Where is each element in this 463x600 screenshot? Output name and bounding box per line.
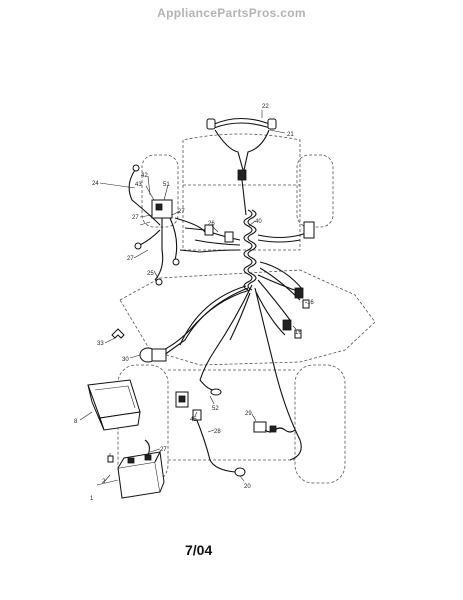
- callout-6: 6: [146, 456, 150, 462]
- deck-outline: [119, 269, 376, 366]
- hood-outline: [182, 133, 301, 186]
- callout-26: 26: [208, 221, 215, 227]
- callout-16-a: 16: [307, 300, 314, 306]
- callout-1: 1: [90, 496, 94, 502]
- coiled-harness: [243, 209, 257, 291]
- headlight-harness: [206, 117, 277, 216]
- frame-outline: [182, 185, 301, 251]
- callout-25: 25: [147, 271, 154, 277]
- battery: [107, 439, 165, 499]
- callout-45: 45: [190, 417, 197, 423]
- callout-40: 40: [255, 219, 262, 225]
- right-connectors: [282, 221, 315, 339]
- callout-27-d: 27: [160, 447, 167, 453]
- diagram-date: 7/04: [185, 542, 212, 558]
- seat-switch: [253, 421, 296, 433]
- callout-16-b: 16: [295, 330, 302, 336]
- callout-52: 52: [212, 406, 219, 412]
- callout-27-a: 27: [132, 215, 139, 221]
- battery-box: [87, 379, 141, 431]
- front-wheel-right: [296, 154, 334, 228]
- leader-lines: [79, 110, 308, 486]
- callout-27-c: 27: [127, 256, 134, 262]
- rear-frame: [168, 369, 295, 461]
- callout-27-b: 27: [178, 209, 185, 215]
- callout-43: 43: [135, 182, 142, 188]
- ignition-switch: [111, 328, 167, 363]
- callout-21: 21: [287, 132, 294, 138]
- front-wheel-left: [141, 154, 179, 228]
- left-harness: [128, 164, 234, 286]
- callout-2: 2: [102, 479, 106, 485]
- rear-wheel-right: [294, 364, 346, 484]
- center-components: [175, 379, 246, 477]
- callout-29: 29: [245, 411, 252, 417]
- callout-33: 33: [97, 341, 104, 347]
- callout-51: 51: [163, 182, 170, 188]
- callout-20: 20: [244, 484, 251, 490]
- callout-22: 22: [262, 104, 269, 110]
- callouts: 22 21 24 42 43 51 27 27 26 40 27 25 16 1…: [74, 104, 314, 502]
- watermark: AppliancePartsPros.com: [157, 6, 306, 20]
- callout-24: 24: [92, 181, 99, 187]
- callout-8: 8: [74, 419, 78, 425]
- callout-28: 28: [214, 429, 221, 435]
- callout-30: 30: [122, 357, 129, 363]
- tractor-outline: [117, 133, 376, 484]
- callout-42: 42: [141, 173, 148, 179]
